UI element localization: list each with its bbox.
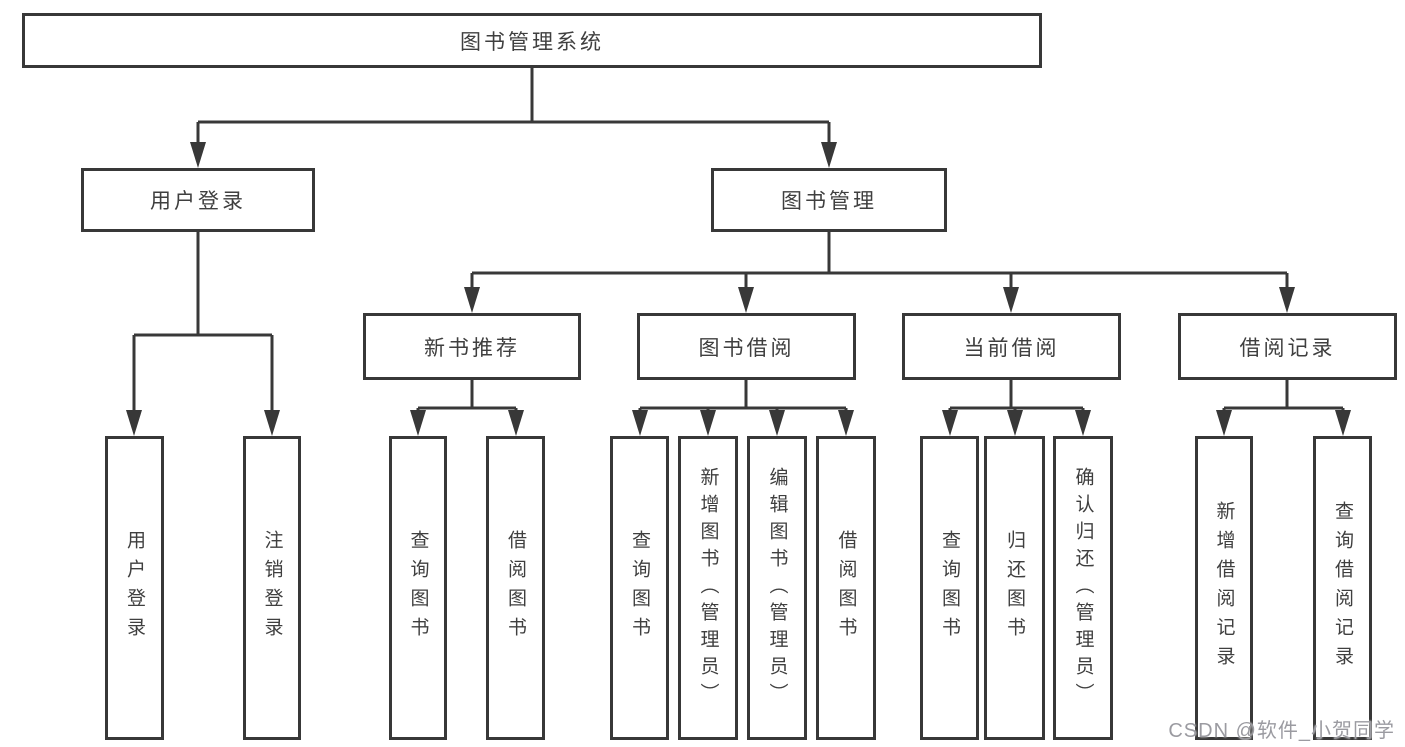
edge-records-to-leaves	[1222, 380, 1345, 415]
leaf-add-books-admin: 新增图书（管理员）	[678, 436, 738, 740]
node-user-login: 用户登录	[81, 168, 315, 232]
leaf-user-login: 用户登录	[105, 436, 164, 740]
leaf-query-books-2: 查询图书	[610, 436, 669, 740]
leaf-confirm-return-admin: 确认归还（管理员）	[1053, 436, 1113, 740]
watermark-text: CSDN @软件_小贺同学	[1168, 720, 1395, 742]
edge-currentborrow-to-leaves	[948, 380, 1085, 415]
edge-userlogin-to-leaves	[132, 232, 274, 414]
leaf-borrow-books-2: 借阅图书	[816, 436, 876, 740]
leaf-logout-login: 注销登录	[243, 436, 301, 740]
leaf-query-books: 查询图书	[389, 436, 447, 740]
leaf-edit-books-admin: 编辑图书（管理员）	[747, 436, 807, 740]
node-new-book-recommend: 新书推荐	[363, 313, 581, 380]
edge-bookmgmt-to-level3	[470, 232, 1289, 292]
leaf-borrow-books: 借阅图书	[486, 436, 545, 740]
leaf-query-borrow-record: 查询借阅记录	[1313, 436, 1372, 740]
edge-newbook-to-leaves	[416, 380, 518, 415]
node-book-management: 图书管理	[711, 168, 947, 232]
node-borrowing-records: 借阅记录	[1178, 313, 1397, 380]
node-current-borrowing: 当前借阅	[902, 313, 1121, 380]
leaf-query-books-3: 查询图书	[920, 436, 979, 740]
edge-root-to-level2	[196, 68, 831, 146]
leaf-add-borrow-record: 新增借阅记录	[1195, 436, 1253, 740]
node-book-borrowing: 图书借阅	[637, 313, 856, 380]
node-library-system: 图书管理系统	[22, 13, 1042, 68]
edge-bookborrow-to-leaves	[638, 380, 848, 415]
leaf-return-books: 归还图书	[984, 436, 1045, 740]
